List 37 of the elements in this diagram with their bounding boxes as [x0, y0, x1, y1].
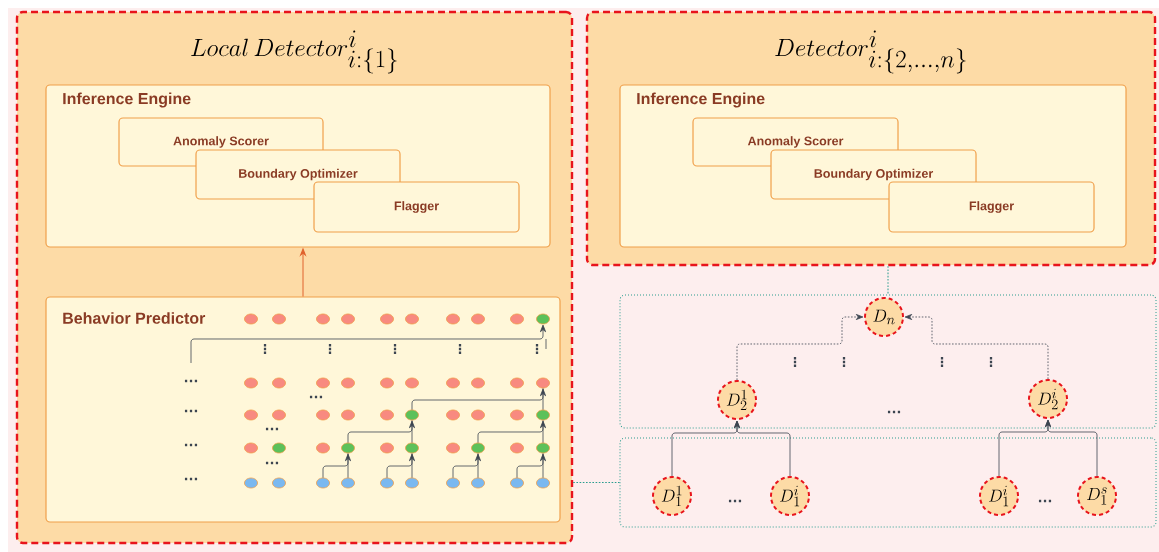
connector [736, 314, 864, 381]
connector [300, 248, 306, 297]
module-box: Flagger [313, 181, 520, 233]
connector [904, 314, 1049, 380]
ellipsis: ... [184, 379, 198, 383]
module-box: Flagger [888, 181, 1095, 233]
detector-node: $D_{n}$ [864, 297, 904, 337]
ellipsis: ... [1038, 499, 1052, 503]
group-box [619, 437, 1157, 528]
vertical-ellipsis: ⋮ [393, 343, 397, 355]
connector [572, 482, 620, 483]
connector [1045, 419, 1098, 477]
detector-node: $D_{1}^{i}$ [770, 476, 810, 516]
ellipsis: ... [184, 477, 198, 481]
detector-node: $D_{1}^{i}$ [979, 476, 1019, 516]
ellipsis: ... [265, 461, 279, 465]
vertical-ellipsis: ⋮ [328, 343, 332, 355]
vertical-ellipsis: ⋮ [989, 356, 993, 368]
vertical-ellipsis: ⋮ [263, 343, 267, 355]
ellipsis: ... [887, 410, 901, 414]
detector-node: $D_{2}^{1}$ [717, 380, 757, 420]
vertical-ellipsis: ⋮ [535, 343, 539, 355]
ellipsis: ... [309, 395, 323, 399]
vertical-ellipsis: ⋮ [940, 356, 944, 368]
group-box [619, 294, 1157, 429]
connector [887, 265, 889, 295]
ellipsis: ... [265, 427, 279, 431]
ellipsis: ... [728, 499, 742, 503]
vertical-ellipsis: ⋮ [842, 356, 846, 368]
detector-node: $D_{2}^{i}$ [1028, 379, 1068, 419]
ellipsis: ... [184, 409, 198, 413]
vertical-ellipsis: ⋮ [793, 356, 797, 368]
ellipsis: ... [184, 443, 198, 447]
vertical-ellipsis: ⋮ [458, 343, 462, 355]
detector-node: $D_{1}^{1}$ [652, 476, 692, 516]
connector [734, 420, 791, 477]
detector-node: $D_{1}^{s}$ [1077, 476, 1117, 516]
